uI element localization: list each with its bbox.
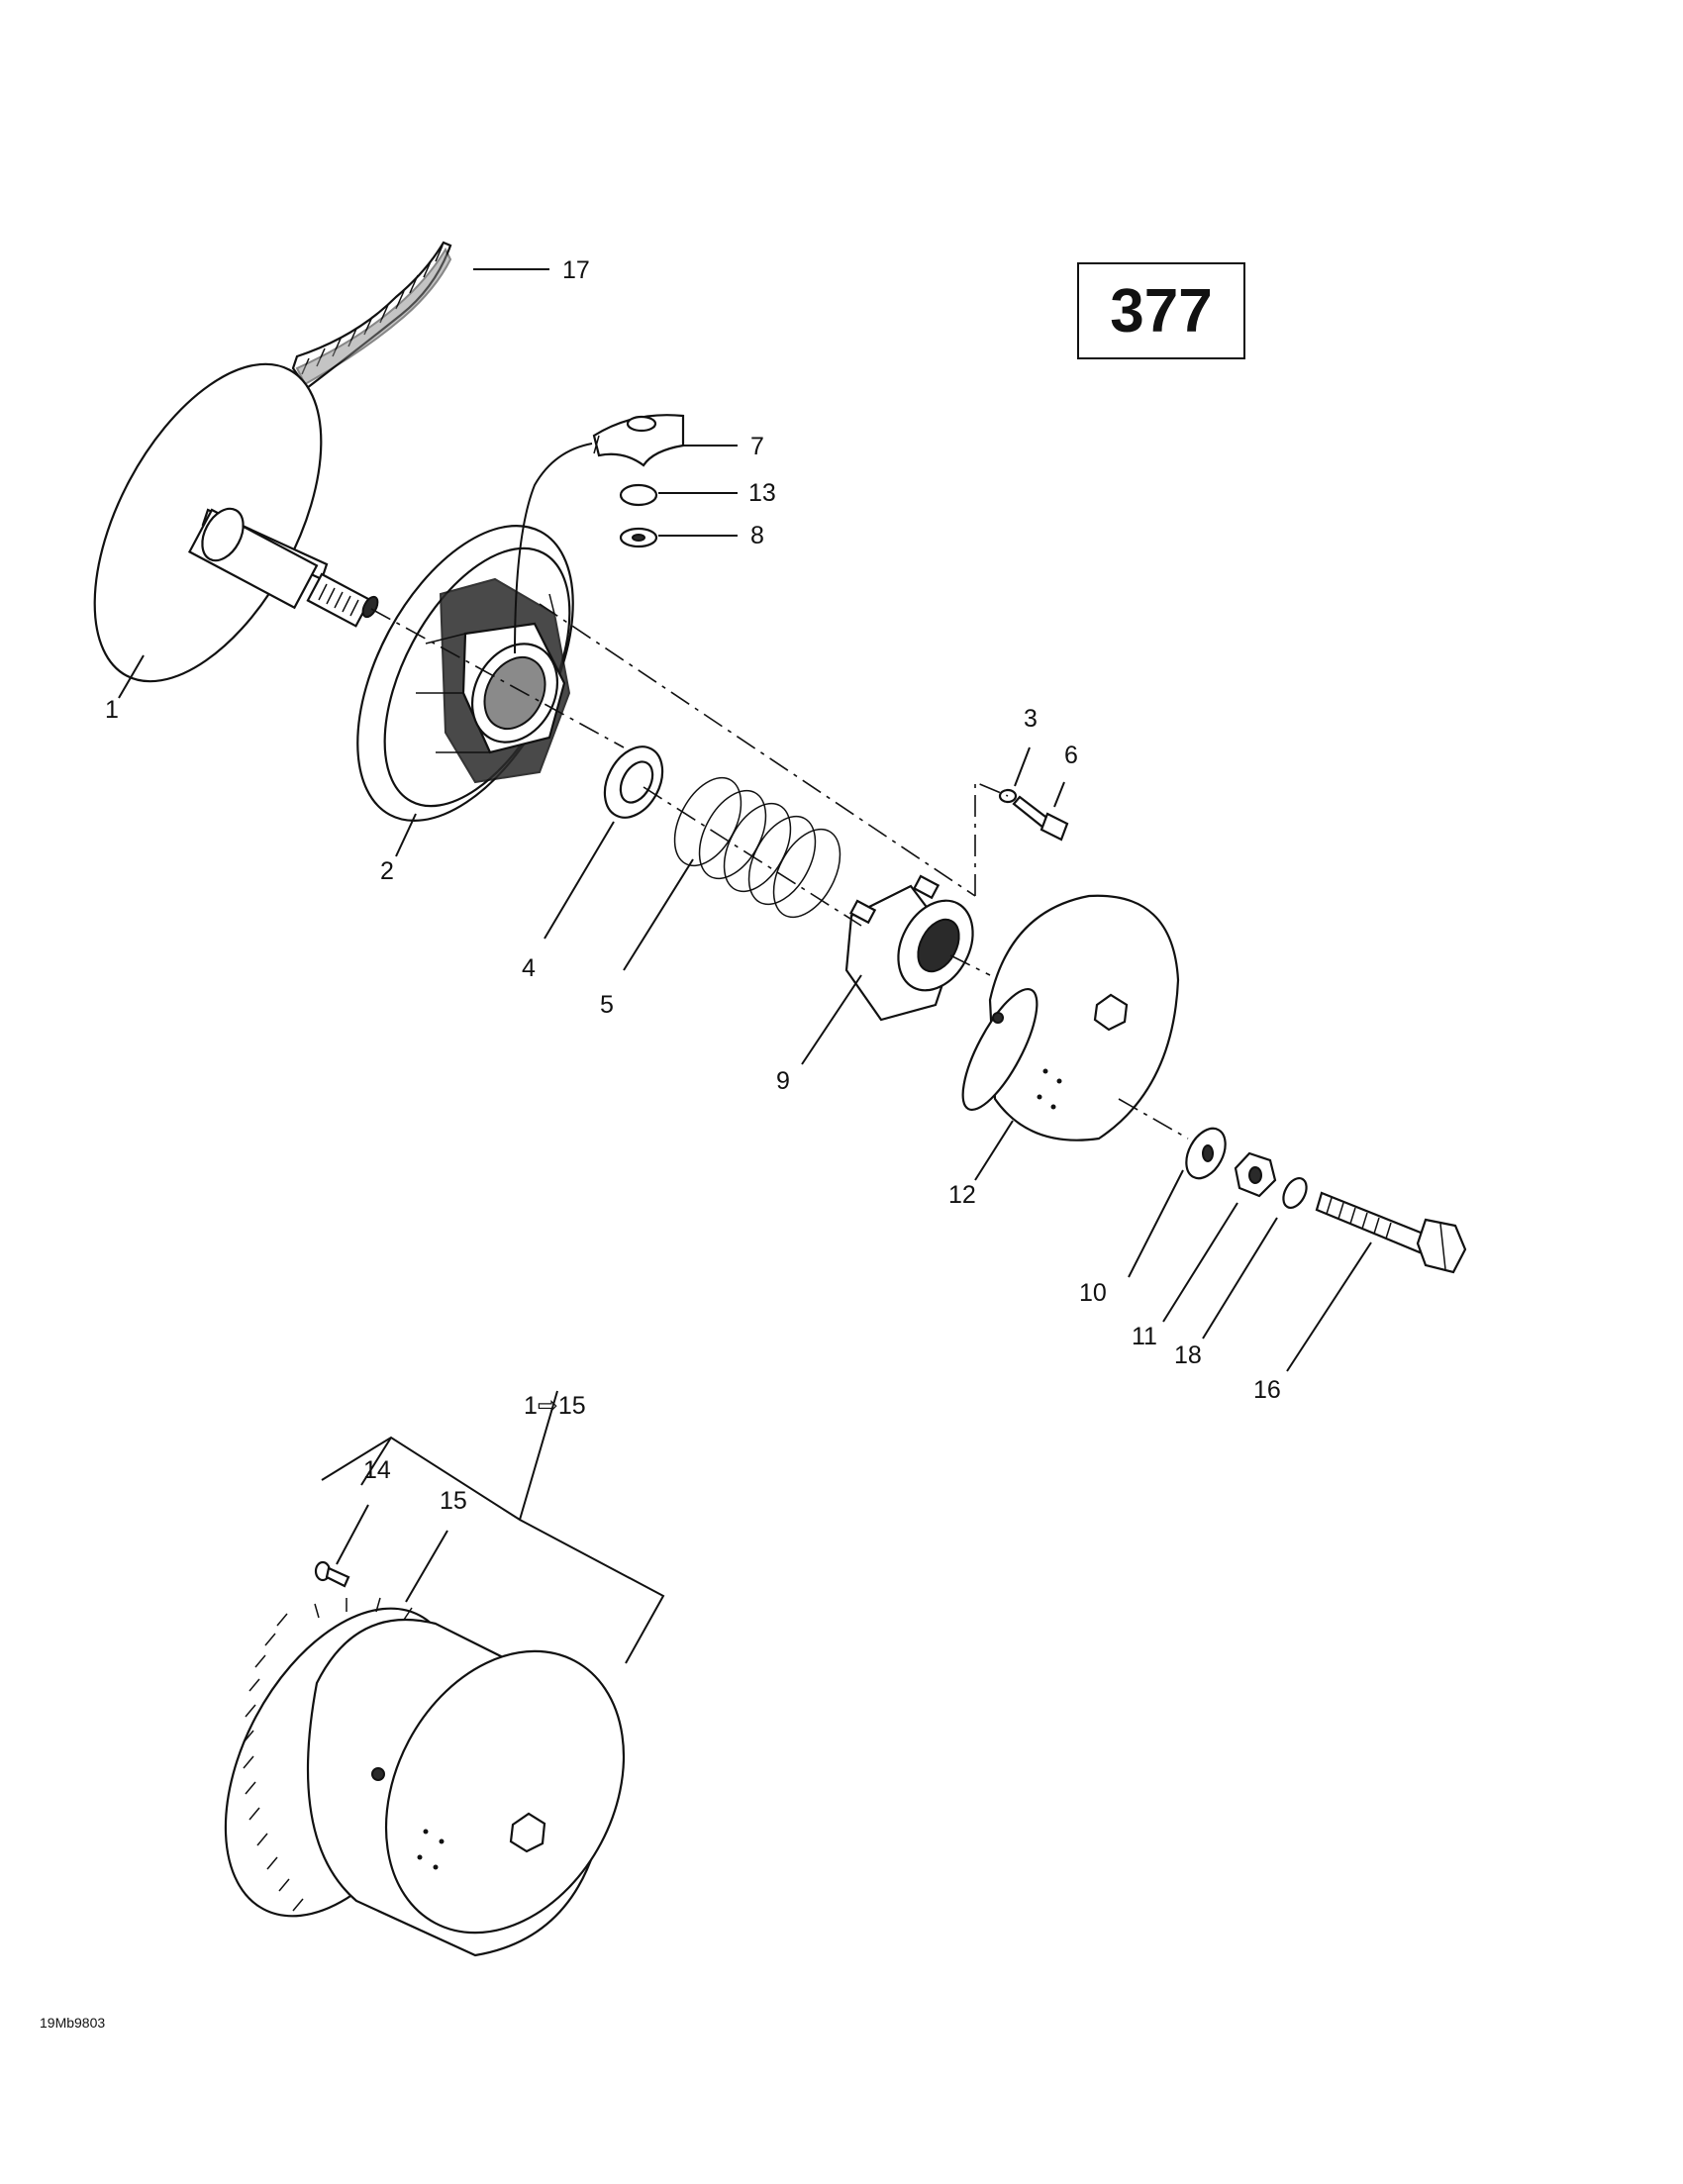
assembly-drive-pulley <box>224 1597 626 1957</box>
part-9-cam <box>844 874 974 1022</box>
callout-18: 18 <box>1174 1341 1202 1369</box>
part-2-sliding-sheave <box>356 525 574 822</box>
axis-to-washer <box>1118 1098 1189 1140</box>
callout-13: 13 <box>748 479 776 507</box>
part-4-cam-plate <box>603 745 664 819</box>
callout-4: 4 <box>522 954 536 982</box>
callout-12: 12 <box>948 1181 976 1209</box>
axis-upper <box>539 603 976 897</box>
callout-7: 7 <box>750 433 764 460</box>
axis-screw-branch <box>974 780 1009 896</box>
connector-7-to-2 <box>514 443 593 654</box>
part-1-thread <box>318 583 359 617</box>
callout-assembly: 1⇨15 <box>524 1392 586 1420</box>
callout-1: 1 <box>105 696 119 724</box>
reference-code: 19Mb9803 <box>40 2015 106 2031</box>
axis-1 <box>370 608 625 748</box>
page-number-box: 377 <box>1077 262 1245 359</box>
axis-lower <box>643 786 862 927</box>
callout-8: 8 <box>750 522 764 549</box>
callout-3: 3 <box>1024 705 1038 733</box>
callout-14: 14 <box>363 1456 391 1484</box>
part-11-nut <box>1234 1151 1277 1198</box>
part-6-screw <box>1012 795 1069 842</box>
part-10-washer <box>1185 1127 1227 1180</box>
part-8-washer <box>619 527 658 548</box>
callout-15: 15 <box>440 1487 467 1515</box>
part-16-bolt <box>1315 1191 1467 1274</box>
callout-16: 16 <box>1253 1376 1281 1404</box>
part-12-cover <box>961 894 1180 1142</box>
callout-17: 17 <box>562 256 590 284</box>
part-18-lock-washer <box>1282 1177 1308 1209</box>
part-14-screw <box>314 1560 350 1588</box>
part-13-button <box>619 483 658 507</box>
callout-10: 10 <box>1079 1279 1107 1307</box>
part-17-belt <box>291 241 452 390</box>
callout-labels: 17 7 13 8 1 2 3 6 4 5 9 12 10 11 18 16 1… <box>105 256 1281 1515</box>
callout-11: 11 <box>1132 1323 1157 1350</box>
axis-to-cover <box>949 954 991 976</box>
callout-5: 5 <box>600 991 614 1019</box>
part-1-fixed-sheave <box>93 362 379 683</box>
callout-6: 6 <box>1064 742 1078 769</box>
callout-9: 9 <box>776 1067 790 1095</box>
leader-lines <box>118 268 1372 1664</box>
part-7-slider <box>592 414 685 467</box>
page-number: 377 <box>1110 276 1213 346</box>
part-5-spring <box>673 776 842 919</box>
callout-2: 2 <box>380 857 394 885</box>
